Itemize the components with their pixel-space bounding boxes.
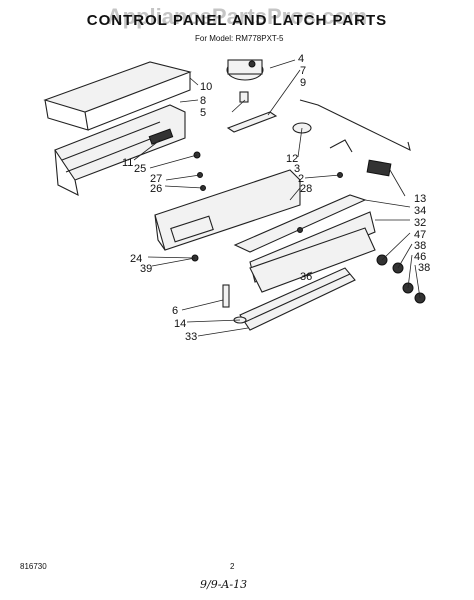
- callout-4: 4: [298, 53, 304, 65]
- callout-7: 7: [300, 65, 306, 77]
- control-housing: [54, 104, 186, 196]
- callout-38a: 38: [414, 240, 426, 252]
- spring-clip: [222, 284, 247, 324]
- latch-rod: [299, 99, 411, 152]
- handwritten-note: 9/9-A-13: [200, 578, 248, 591]
- callout-32: 32: [414, 217, 426, 229]
- callout-34: 34: [414, 205, 426, 217]
- switch-block: [148, 128, 174, 145]
- watermark: AppliancePartsPros.com: [106, 4, 368, 29]
- callout-14: 14: [174, 318, 186, 330]
- callout-5: 5: [200, 107, 206, 119]
- callout-13: 13: [414, 193, 426, 205]
- callout-25: 25: [134, 163, 146, 175]
- page-title: CONTROL PANEL AND LATCH PARTS: [86, 12, 388, 29]
- callout-10: 10: [200, 81, 212, 93]
- knob-small-part: [239, 91, 249, 103]
- latch-button: [366, 159, 392, 177]
- callout-33: 33: [185, 331, 197, 343]
- leader-lines: [133, 59, 421, 337]
- model-line: For Model: RM778PXT-5: [195, 34, 284, 43]
- footer-part-id: 816730: [20, 562, 47, 571]
- control-panel-frame: [154, 169, 301, 251]
- graphics-panel: [249, 227, 376, 293]
- callout-39: 39: [140, 263, 152, 275]
- callout-9: 9: [300, 77, 306, 89]
- callout-38b: 38: [418, 262, 430, 274]
- motor-assembly: [226, 59, 264, 81]
- callout-46: 46: [414, 251, 426, 263]
- callout-3: 3: [294, 163, 300, 175]
- mounting-bracket: [226, 111, 278, 133]
- callout-47: 47: [414, 229, 426, 241]
- callout-6: 6: [172, 305, 178, 317]
- callout-labels: 10 8 5 4 7 9 11 25 27 26 12 3 2 28 13 34…: [122, 53, 430, 343]
- callout-26: 26: [150, 183, 162, 195]
- callout-12: 12: [286, 153, 298, 165]
- bottom-trim: [239, 267, 356, 331]
- callout-2: 2: [298, 173, 304, 185]
- callout-36: 36: [300, 271, 312, 283]
- page-number: 2: [230, 562, 235, 571]
- callout-8: 8: [200, 95, 206, 107]
- callout-27: 27: [150, 173, 162, 185]
- callout-28: 28: [300, 183, 312, 195]
- callout-11: 11: [122, 157, 133, 169]
- callout-24: 24: [130, 253, 142, 265]
